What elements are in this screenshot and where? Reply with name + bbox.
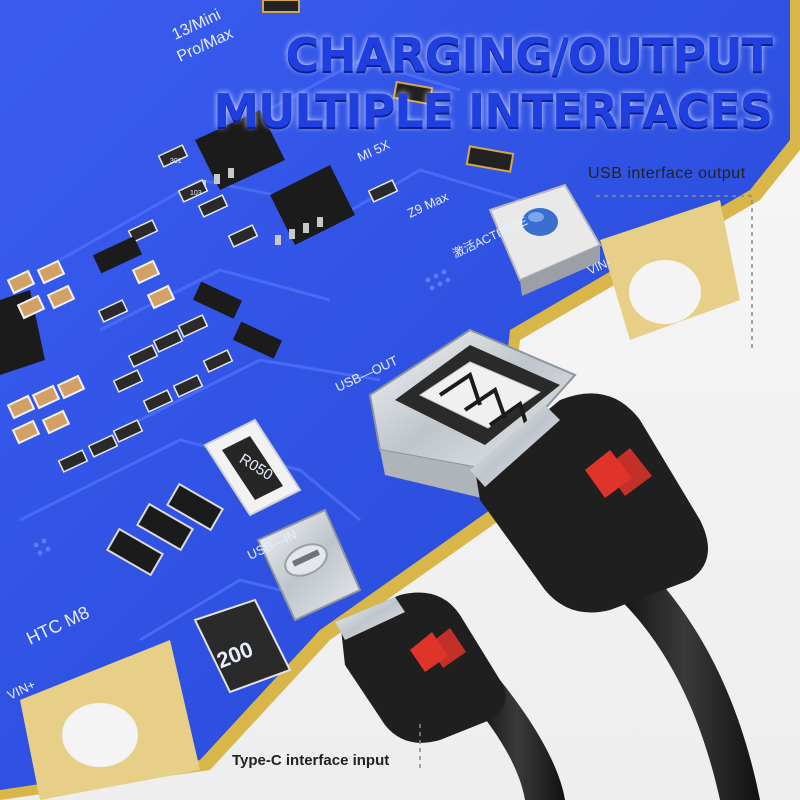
- headline-line-1: CHARGING/OUTPUT: [285, 28, 773, 82]
- inductor-200: 200: [193, 598, 292, 694]
- headline-line-2: MULTIPLE INTERFACES: [213, 84, 773, 138]
- diodes: [105, 482, 225, 577]
- usb-a-cable: [470, 393, 760, 800]
- smd-resistors: [57, 144, 399, 473]
- smd-marking-301: 301: [170, 158, 182, 165]
- usb-output-callout: USB interface output: [588, 165, 746, 182]
- usb-c-port: [256, 508, 362, 622]
- mounting-hole-left: [20, 640, 200, 800]
- typec-input-callout: Type-C interface input: [232, 752, 390, 769]
- smd-capacitors: [6, 259, 176, 445]
- connector-pads: [262, 0, 515, 173]
- usb-a-port: [368, 328, 577, 500]
- activate-switch: [488, 183, 602, 296]
- transistors: [92, 236, 283, 359]
- via-dots: [33, 269, 451, 556]
- resistor-r050: R050: [203, 418, 302, 517]
- callout-leaders: [419, 195, 753, 768]
- mounting-hole-right: [600, 200, 740, 340]
- usb-c-cable: [335, 592, 565, 800]
- smd-marking-103: 103: [190, 190, 202, 197]
